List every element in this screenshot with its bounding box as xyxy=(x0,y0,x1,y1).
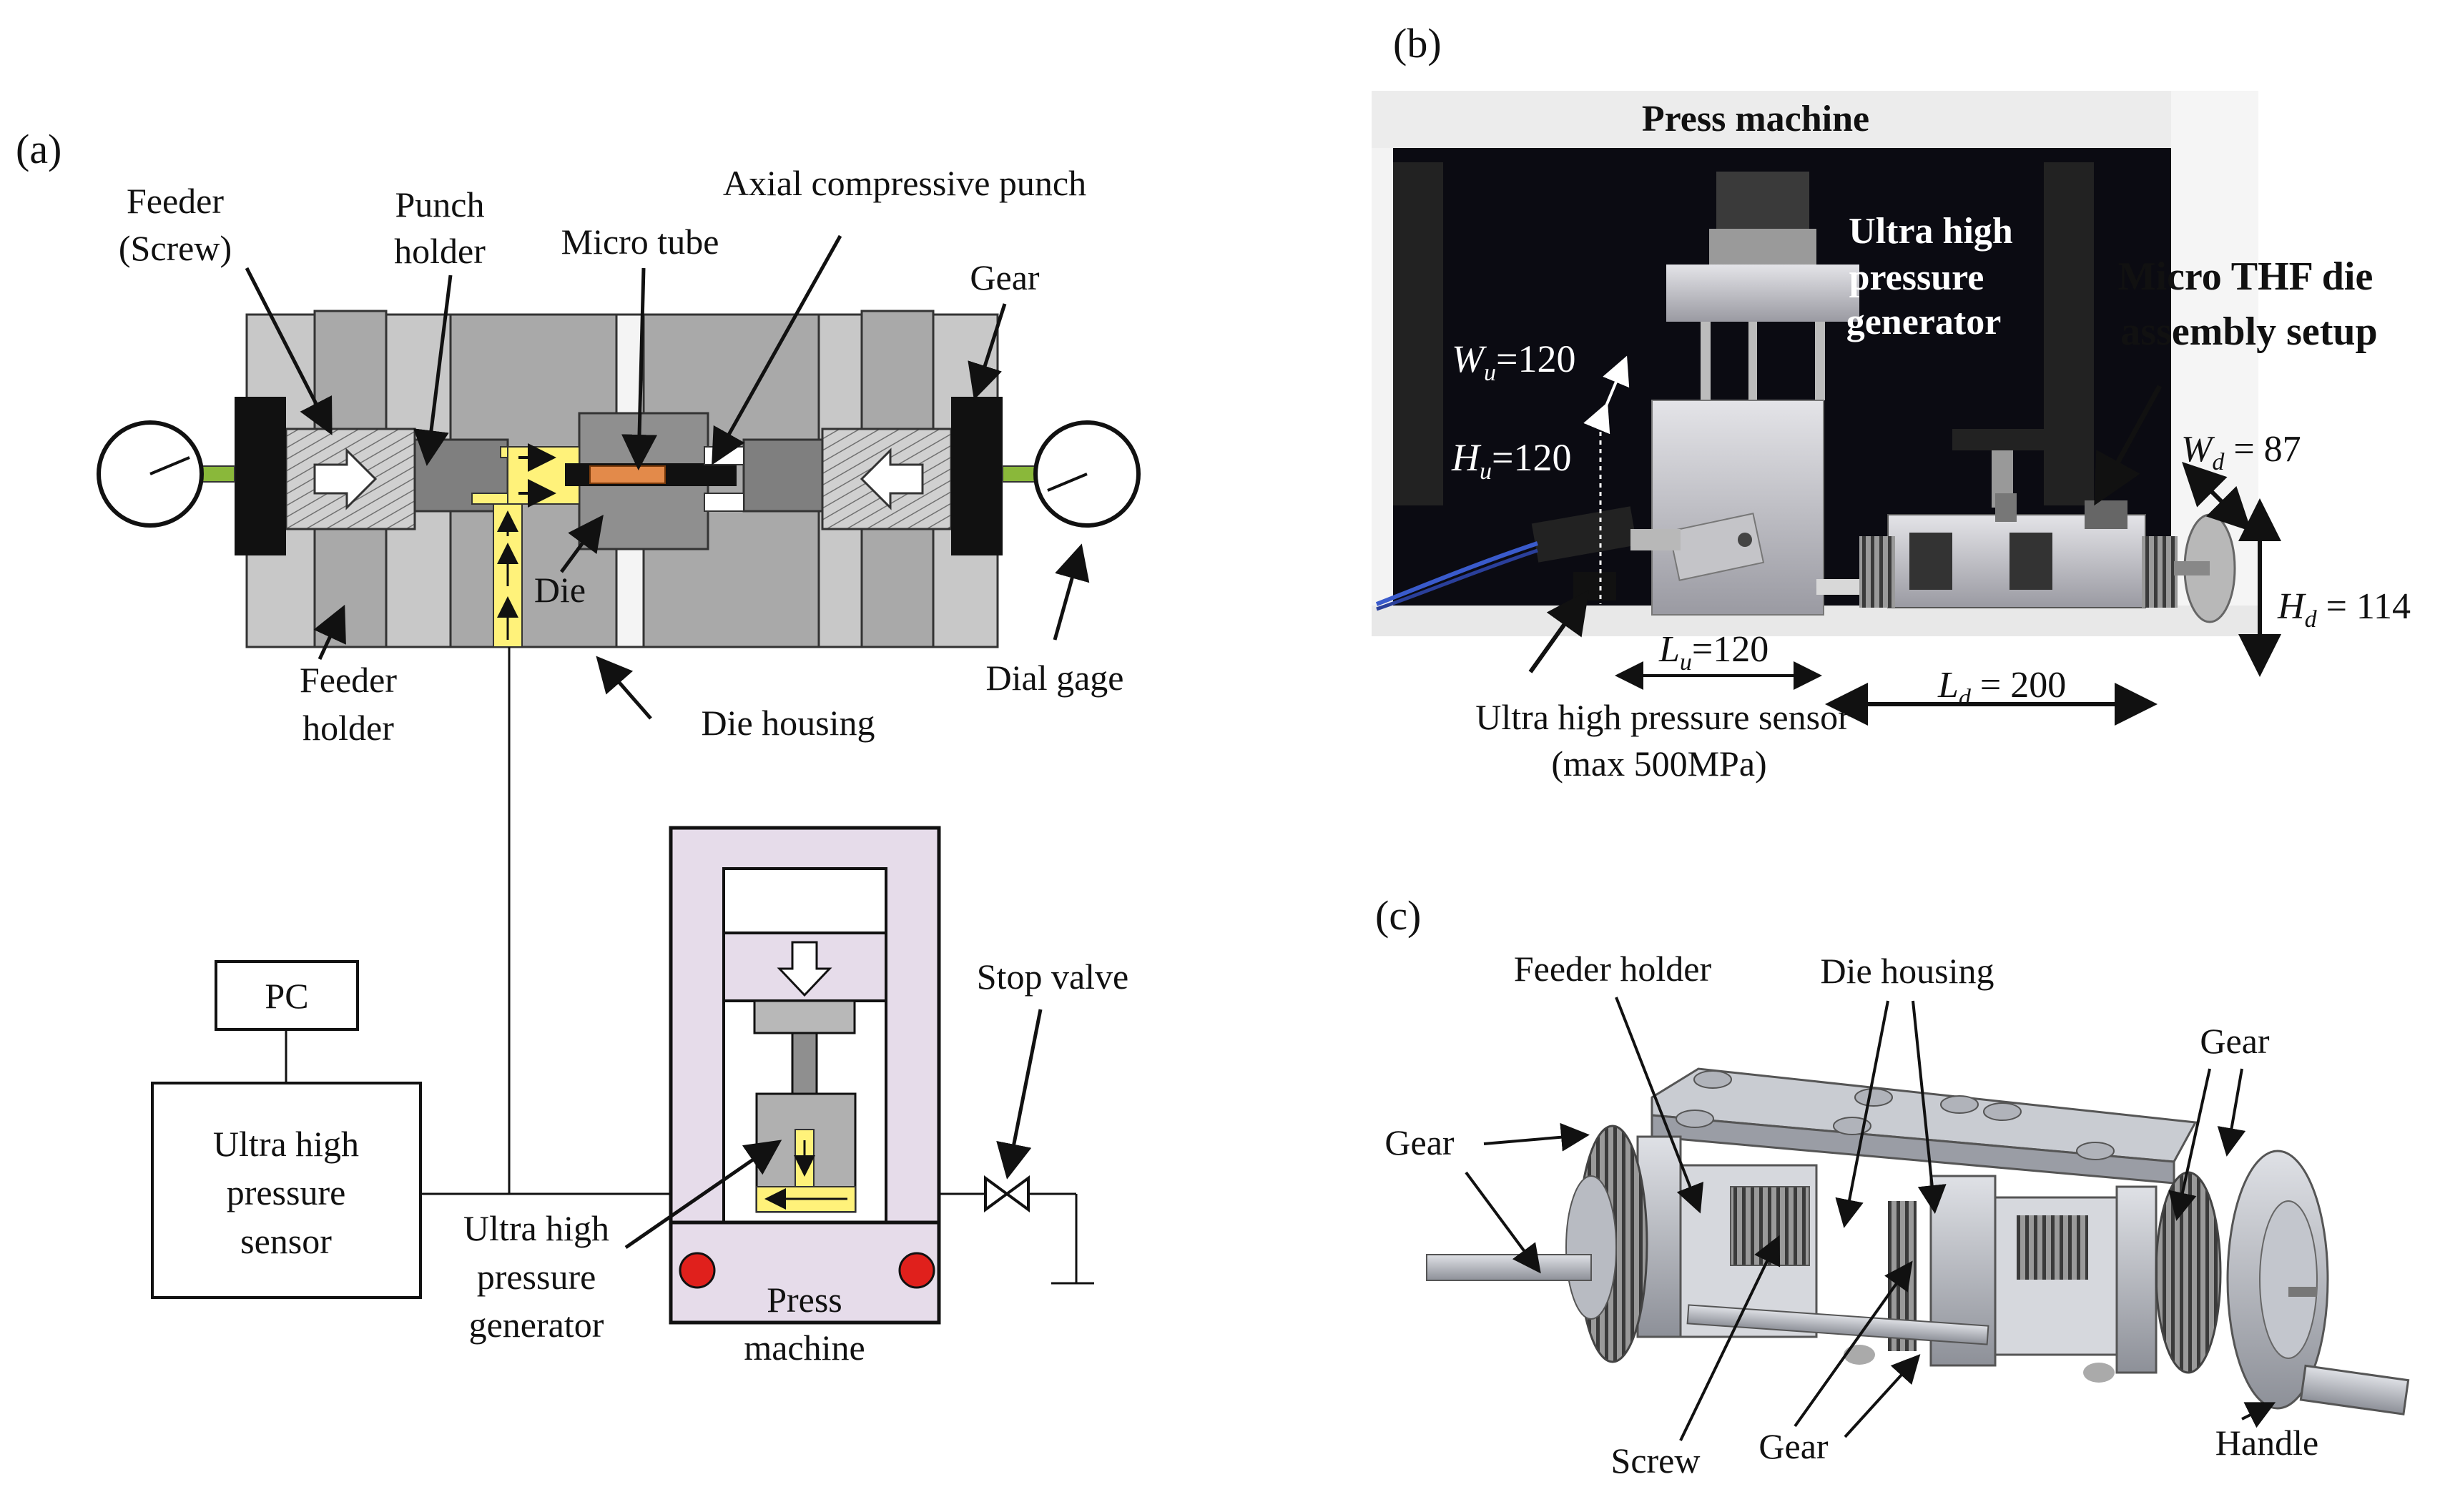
label-generator-3: generator xyxy=(469,1305,604,1345)
label-generator-2: pressure xyxy=(477,1257,596,1297)
label-sensor-1: Ultra high xyxy=(213,1124,359,1164)
label-generator-1: Ultra high xyxy=(463,1208,609,1248)
stop-valve xyxy=(984,1175,1030,1212)
label-feeder-screw-2: (Screw) xyxy=(119,228,232,268)
cad-die-assembly xyxy=(1426,1067,2410,1415)
svg-text:Lu=120: Lu=120 xyxy=(1658,629,1768,676)
label-sensor-3: sensor xyxy=(240,1221,332,1261)
punch-holder-right xyxy=(742,438,824,513)
label-generator-b-2: pressure xyxy=(1849,257,1984,298)
svg-text:Hu=120: Hu=120 xyxy=(1451,436,1571,485)
pc-box xyxy=(215,960,359,1031)
panel-c: (c) xyxy=(1375,892,2410,1481)
label-feeder-holder-1: Feeder xyxy=(300,660,397,700)
label-stop-valve: Stop valve xyxy=(977,957,1128,997)
label-die-setup-1: Micro THF die xyxy=(2118,255,2373,299)
label-pc: PC xyxy=(265,976,308,1016)
label-die-housing-c: Die housing xyxy=(1820,951,1994,991)
label-gear-c-bottom: Gear xyxy=(1758,1426,1828,1466)
label-feeder-holder-2: holder xyxy=(302,708,394,748)
svg-text:Wu=120: Wu=120 xyxy=(1452,337,1575,386)
press-ram xyxy=(1666,172,1859,400)
label-feeder-screw-1: Feeder xyxy=(127,181,224,221)
label-die-housing-a: Die housing xyxy=(701,703,875,743)
dim-lu: Lu=120 xyxy=(1615,629,1822,690)
label-dial-gage: Dial gage xyxy=(986,658,1124,698)
feed-arrow-right xyxy=(860,448,924,510)
label-generator-b-3: generator xyxy=(1846,302,2002,342)
dim-hd: Hd = 114 xyxy=(2238,498,2411,677)
pressure-sensor-photo xyxy=(1375,506,1681,611)
dial-gage-right xyxy=(1033,420,1141,528)
panel-a: (a) xyxy=(16,126,1141,1368)
label-punch-holder-1: Punch xyxy=(395,184,485,224)
svg-text:Wd = 87: Wd = 87 xyxy=(2181,429,2301,475)
label-gear-c-right: Gear xyxy=(2200,1021,2269,1061)
pressure-sensor-box xyxy=(151,1082,422,1299)
dim-wd: Wd = 87 xyxy=(2181,429,2301,532)
dim-wu: Wu=120 xyxy=(1452,337,1630,435)
panel-b: (b) xyxy=(1372,20,2411,784)
label-micro-tube: Micro tube xyxy=(561,222,719,262)
label-press-machine-b: Press machine xyxy=(1642,99,1869,139)
label-sensor-b-2: (max 500MPa) xyxy=(1551,743,1766,784)
label-gear-c-left: Gear xyxy=(1384,1122,1454,1162)
gear-left xyxy=(235,397,286,555)
dial-gage-left xyxy=(97,420,204,528)
label-press-machine-1: Press xyxy=(767,1280,842,1320)
press-machine-diagram xyxy=(669,826,941,1325)
label-die: Die xyxy=(534,570,586,610)
indicator-left xyxy=(679,1252,716,1289)
gear-right xyxy=(951,397,1003,555)
label-feeder-holder-c: Feeder holder xyxy=(1514,949,1712,989)
label-gear-a: Gear xyxy=(970,257,1039,297)
indicator-right xyxy=(898,1252,935,1289)
panel-label-a: (a) xyxy=(16,126,62,172)
label-punch-holder-2: holder xyxy=(394,231,486,271)
label-die-setup-2: assembly setup xyxy=(2120,310,2377,354)
label-press-machine-2: machine xyxy=(744,1328,865,1368)
label-screw: Screw xyxy=(1611,1441,1701,1481)
dim-hu: Hu=120 xyxy=(1451,415,1602,604)
label-generator-b-1: Ultra high xyxy=(1849,211,2013,252)
panel-label-b: (b) xyxy=(1393,20,1442,66)
micro-tube xyxy=(589,465,666,484)
feed-arrow-left xyxy=(313,448,378,510)
label-sensor-2: pressure xyxy=(227,1172,346,1212)
pressure-generator-photo xyxy=(1651,400,1824,616)
svg-text:Hd = 114: Hd = 114 xyxy=(2277,586,2411,633)
label-sensor-b-1: Ultra high pressure sensor xyxy=(1475,697,1850,737)
dim-ld: Ld = 200 xyxy=(1825,665,2158,726)
label-handle: Handle xyxy=(2215,1423,2318,1463)
panel-label-c: (c) xyxy=(1375,892,1421,939)
thf-die-assembly-photo xyxy=(1816,429,2236,623)
label-axial-punch: Axial compressive punch xyxy=(723,163,1086,203)
